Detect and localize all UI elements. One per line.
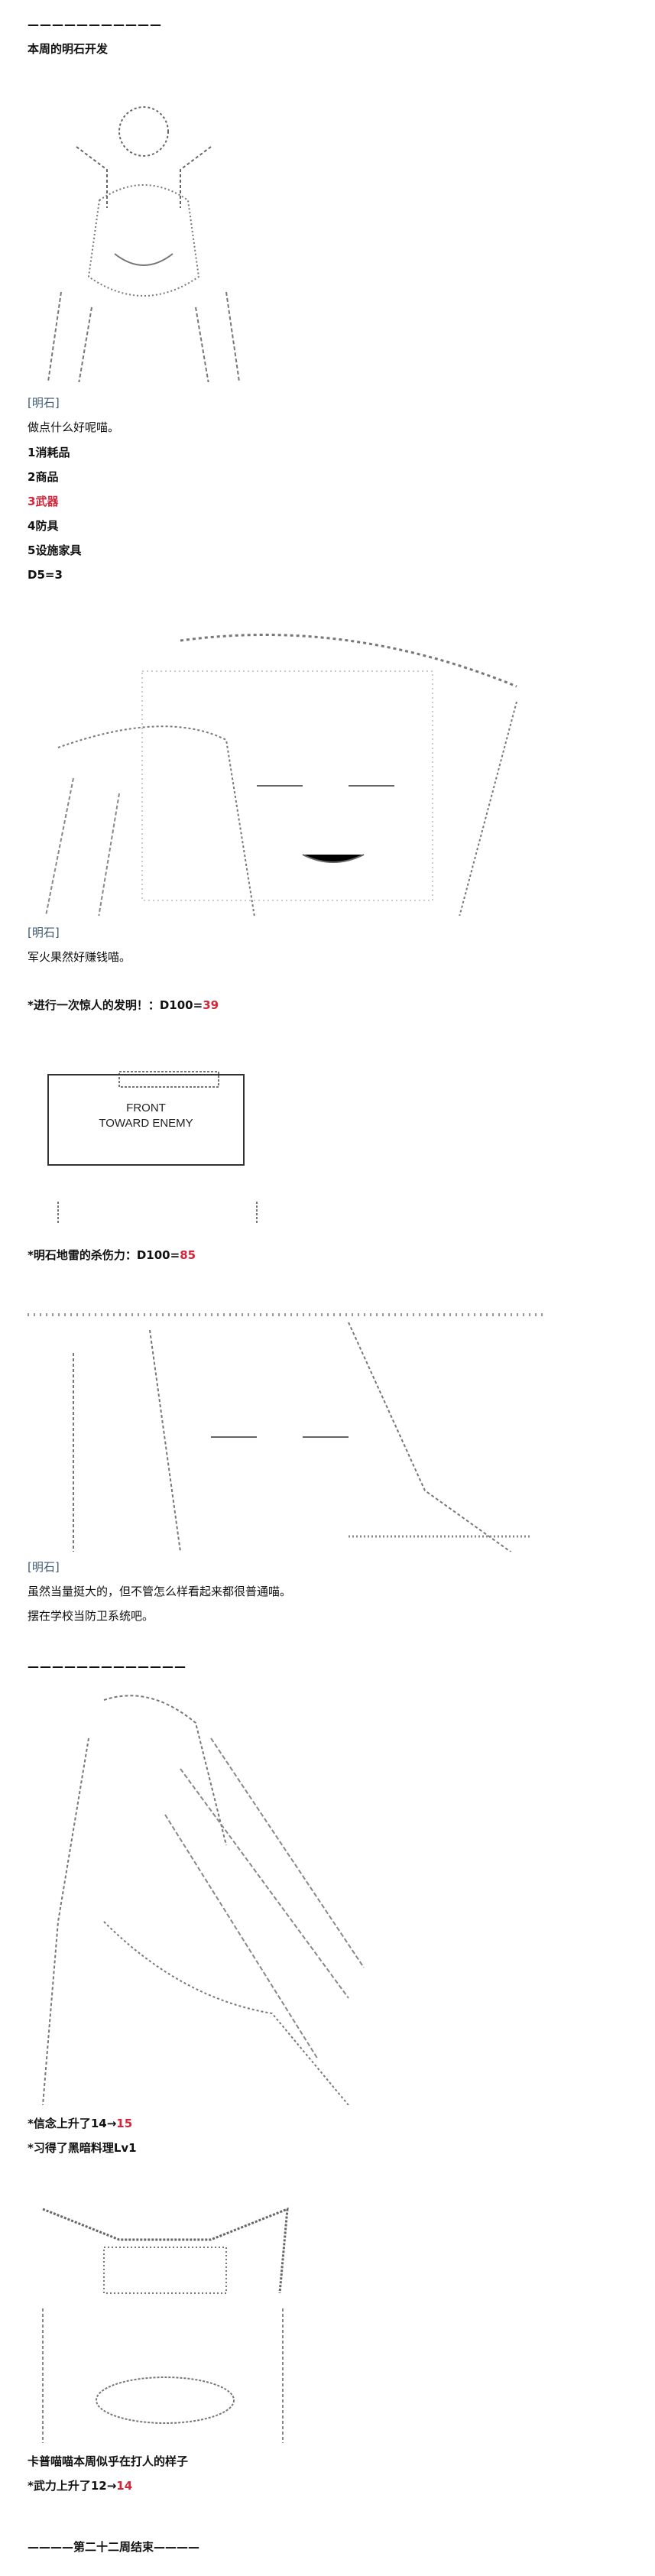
section-title: 本周的明石开发 [28, 42, 109, 56]
ascii-art-akashi-3 [28, 1292, 543, 1552]
power-increase: *武力上升了12→14 [28, 2479, 133, 2493]
sign-line-2: TOWARD ENEMY [99, 1117, 193, 1130]
ascii-art-cat-character-5 [28, 2186, 298, 2443]
dice-result: D5=3 [28, 568, 63, 582]
section-separator: ————————————— [28, 1659, 186, 1673]
ascii-art-character-4 [28, 1677, 371, 2105]
faith-increase: *信念上升了14→15 [28, 2117, 133, 2130]
option-3-selected: 3武器 [28, 495, 59, 508]
option-1: 1消耗品 [28, 446, 70, 459]
week-end-marker: ————第二十二周结束———— [28, 2540, 200, 2554]
option-2: 2商品 [28, 470, 59, 484]
speaker-tag: [明石] [28, 926, 60, 939]
claymore-sign: FRONT TOWARD ENEMY [47, 1074, 245, 1166]
option-5: 5设施家具 [28, 543, 82, 557]
ascii-art-akashi-1 [31, 86, 257, 382]
dialogue-line-2: 摆在学校当防卫系统吧。 [28, 1609, 154, 1623]
invention-roll: *进行一次惊人的发明！：D100=39 [28, 998, 219, 1012]
dialogue-line-1: 虽然当量挺大的，但不管怎么样看起来都很普通喵。 [28, 1585, 292, 1598]
status-line: 卡普喵喵本周似乎在打人的样子 [28, 2454, 189, 2468]
dialogue-line: 军火果然好赚钱喵。 [28, 950, 131, 964]
speaker-tag: [明石] [28, 396, 60, 410]
speaker-tag: [明石] [28, 1560, 60, 1574]
top-separator: ——————————— [28, 18, 162, 31]
option-4: 4防具 [28, 519, 59, 533]
skill-learned: *习得了黑暗料理Lv1 [28, 2141, 137, 2155]
ascii-art-akashi-2 [28, 610, 555, 916]
lethality-roll: *明石地雷的杀伤力：D100=85 [28, 1248, 196, 1262]
sign-line-1: FRONT [126, 1101, 166, 1114]
dialogue-line: 做点什么好呢喵。 [28, 420, 120, 434]
ascii-art-claymore [28, 1049, 280, 1225]
